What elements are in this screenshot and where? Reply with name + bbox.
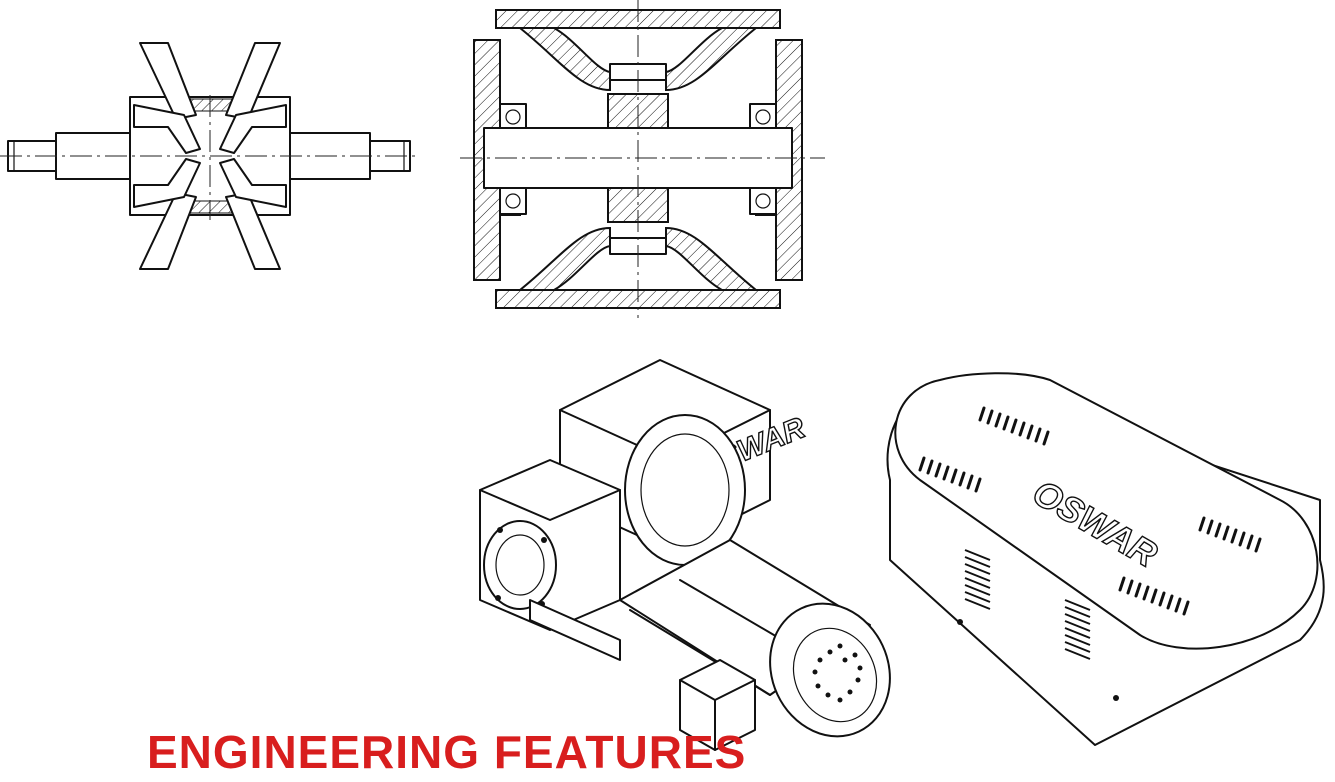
rotor-shaft-drawing xyxy=(0,35,430,280)
motor-cover-drawing: OSWAR xyxy=(880,360,1330,752)
section-heading: ENGINEERING FEATURES xyxy=(147,726,747,778)
valve-housing-section-drawing xyxy=(460,0,830,320)
gear-motor-drawing: OSWAR xyxy=(470,350,910,758)
